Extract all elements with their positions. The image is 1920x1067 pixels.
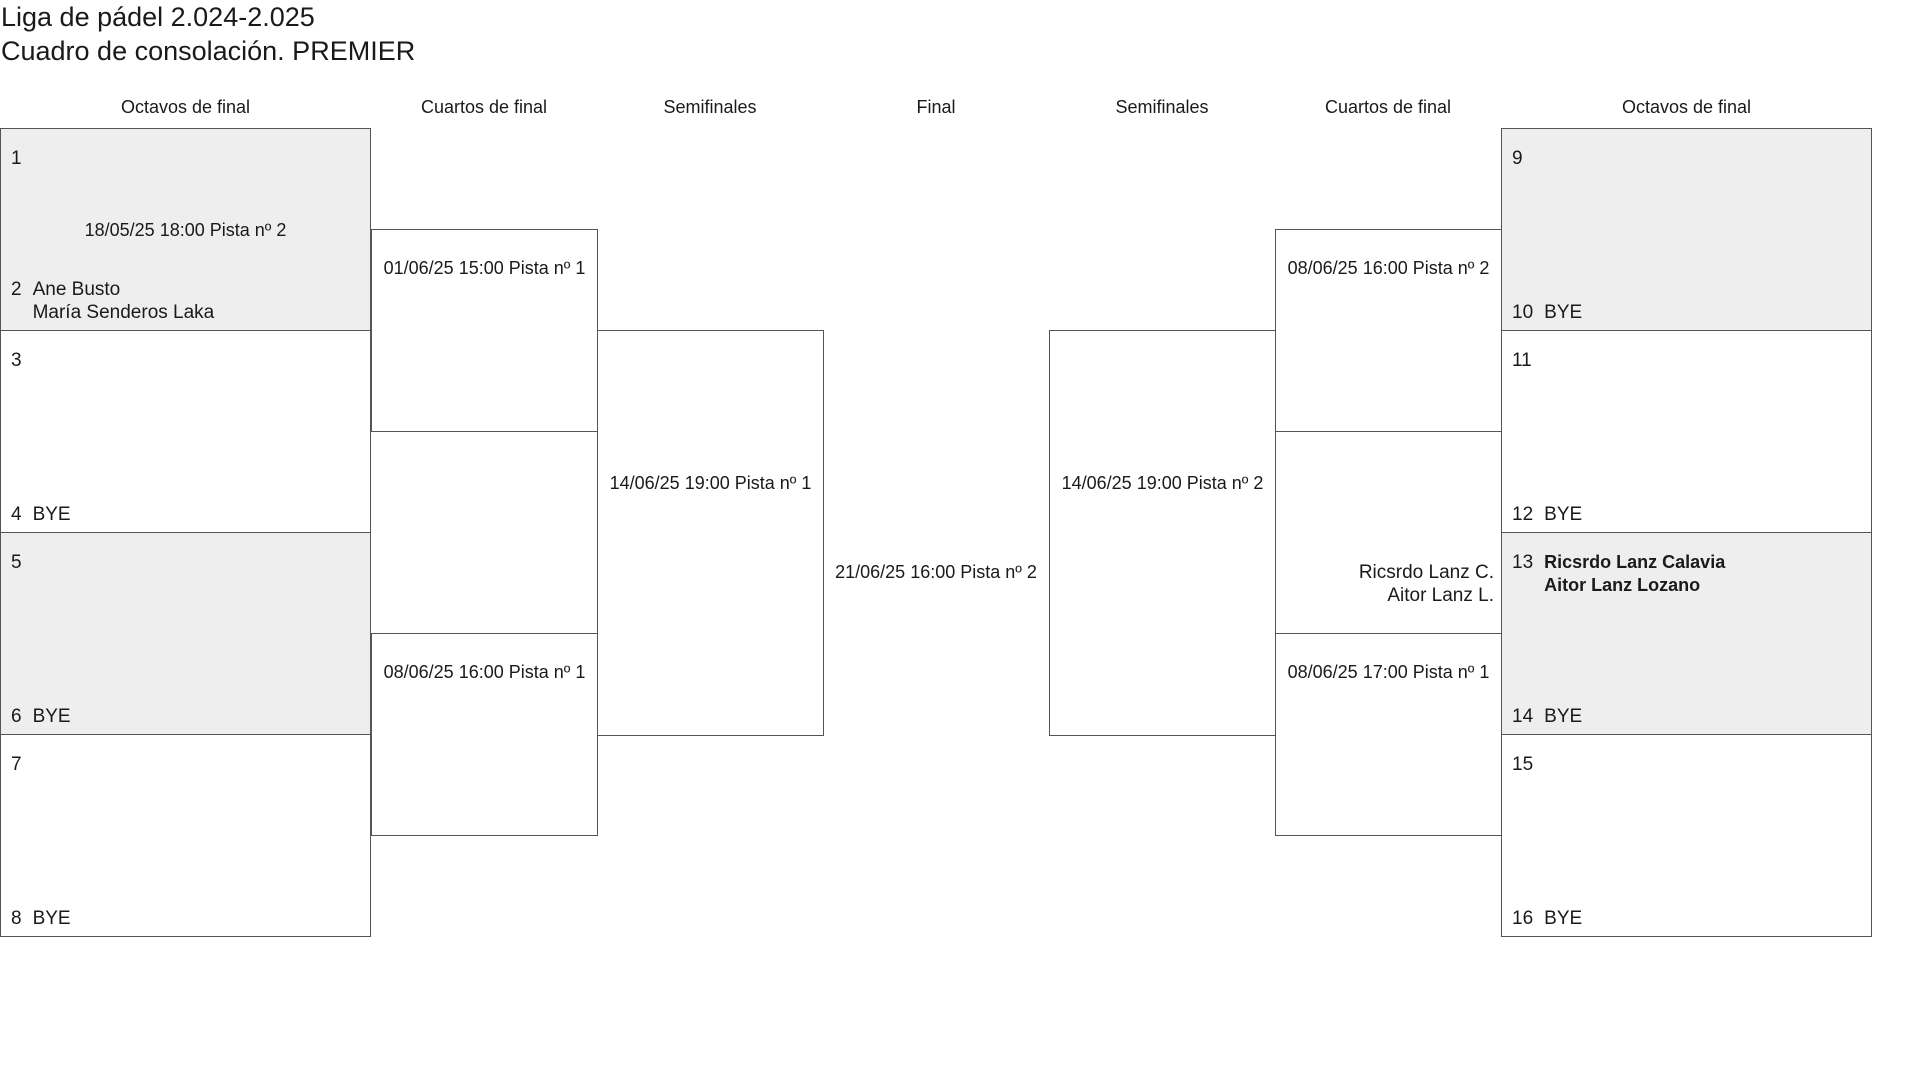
seed-number: 1: [11, 148, 22, 169]
team-slot: 3: [11, 349, 364, 372]
player-name: Ane Busto: [32, 279, 121, 300]
seed-number: 11: [1512, 350, 1532, 371]
match-schedule: 18/05/25 18:00 Pista nº 2: [84, 220, 287, 240]
match-schedule: 14/06/25 19:00 Pista nº 2: [1061, 473, 1264, 493]
page-title: Liga de pádel 2.024-2.025: [1, 2, 315, 32]
seed-number: 8: [11, 908, 22, 929]
player-name: BYE: [32, 504, 71, 525]
team-slot: 12 BYE: [1512, 503, 1865, 526]
column-header-left-semifinals: Semifinales: [663, 97, 757, 117]
player-name: BYE: [1544, 302, 1583, 323]
column-header-right-quarterfinals: Cuartos de final: [1324, 97, 1452, 117]
seed-number: 3: [11, 350, 22, 371]
team-slot: 13 Ricsrdo Lanz Calavia Aitor Lanz Lozan…: [1512, 551, 1865, 597]
round-of-16-match-2[interactable]: 3 4 BYE: [0, 330, 371, 533]
team-slot: 1: [11, 147, 364, 170]
seed-number: 2: [11, 279, 22, 300]
match-schedule: 14/06/25 19:00 Pista nº 1: [609, 473, 812, 493]
player-name: Aitor Lanz Lozano: [1544, 575, 1701, 595]
team-slot: 11: [1512, 349, 1865, 372]
seed-number: 9: [1512, 148, 1523, 169]
team-slot: 7: [11, 753, 364, 776]
team-slot: 5: [11, 551, 364, 574]
quarterfinal-match-2[interactable]: 08/06/25 16:00 Pista nº 1: [371, 633, 598, 836]
quarterfinal-match-4[interactable]: 08/06/25 17:00 Pista nº 1: [1275, 633, 1502, 836]
match-schedule: 08/06/25 16:00 Pista nº 2: [1287, 258, 1490, 278]
seed-number: 12: [1512, 504, 1534, 525]
team-slot: 2 Ane Busto María Senderos Laka: [11, 278, 364, 324]
team-slot: 6 BYE: [11, 705, 364, 728]
seed-number: 15: [1512, 754, 1534, 775]
team-slot: 16 BYE: [1512, 907, 1865, 930]
column-header-left-quarterfinals: Cuartos de final: [420, 97, 548, 117]
player-name: BYE: [1544, 504, 1583, 525]
column-header-right-round-of-16: Octavos de final: [1621, 97, 1752, 117]
player-name: BYE: [32, 908, 71, 929]
team-slot: 9: [1512, 147, 1865, 170]
round-of-16-match-5[interactable]: 9 10 BYE: [1501, 128, 1872, 331]
seed-number: 7: [11, 754, 22, 775]
semifinal-match-2[interactable]: 14/06/25 19:00 Pista nº 2: [1049, 330, 1276, 736]
match-schedule: 08/06/25 17:00 Pista nº 1: [1287, 662, 1490, 682]
player-name: BYE: [1544, 706, 1583, 727]
player-name: María Senderos Laka: [32, 302, 215, 323]
seed-number: 4: [11, 504, 22, 525]
semifinal-match-1[interactable]: 14/06/25 19:00 Pista nº 1: [597, 330, 824, 736]
seed-number: 10: [1512, 302, 1534, 323]
round-of-16-match-1[interactable]: 1 18/05/25 18:00 Pista nº 2 2 Ane Busto …: [0, 128, 371, 331]
player-name: Ricsrdo Lanz Calavia: [1544, 552, 1726, 572]
column-header-right-semifinals: Semifinales: [1115, 97, 1209, 117]
team-slot: 8 BYE: [11, 907, 364, 930]
final-match-schedule: 21/06/25 16:00 Pista nº 2: [835, 562, 1037, 582]
team-slot: 10 BYE: [1512, 301, 1865, 324]
page-subtitle: Cuadro de consolación. PREMIER: [1, 36, 416, 66]
player-name: BYE: [32, 706, 71, 727]
seed-number: 5: [11, 552, 22, 573]
team-slot: 14 BYE: [1512, 705, 1865, 728]
column-header-final: Final: [916, 97, 956, 117]
quarterfinal-match-3[interactable]: 08/06/25 16:00 Pista nº 2: [1275, 229, 1502, 432]
round-of-16-match-4[interactable]: 7 8 BYE: [0, 734, 371, 937]
round-of-16-match-6[interactable]: 11 12 BYE: [1501, 330, 1872, 533]
round-of-16-match-3[interactable]: 5 6 BYE: [0, 532, 371, 735]
seed-number: 6: [11, 706, 22, 727]
player-name: Ricsrdo Lanz C.: [1358, 562, 1494, 583]
round-of-16-match-8[interactable]: 15 16 BYE: [1501, 734, 1872, 937]
seed-number: 14: [1512, 706, 1534, 727]
match-schedule: 08/06/25 16:00 Pista nº 1: [383, 662, 586, 682]
match-schedule: 01/06/25 15:00 Pista nº 1: [383, 258, 586, 278]
team-slot: 4 BYE: [11, 503, 364, 526]
seed-number: 16: [1512, 908, 1534, 929]
column-header-left-round-of-16: Octavos de final: [120, 97, 251, 117]
player-name: BYE: [1544, 908, 1583, 929]
advanced-pair: Ricsrdo Lanz C. Aitor Lanz L.: [1280, 561, 1494, 607]
team-slot: 15: [1512, 753, 1865, 776]
player-name: Aitor Lanz L.: [1387, 585, 1494, 606]
quarterfinal-match-1[interactable]: 01/06/25 15:00 Pista nº 1: [371, 229, 598, 432]
seed-number: 13: [1512, 552, 1534, 573]
round-of-16-match-7[interactable]: 13 Ricsrdo Lanz Calavia Aitor Lanz Lozan…: [1501, 532, 1872, 735]
